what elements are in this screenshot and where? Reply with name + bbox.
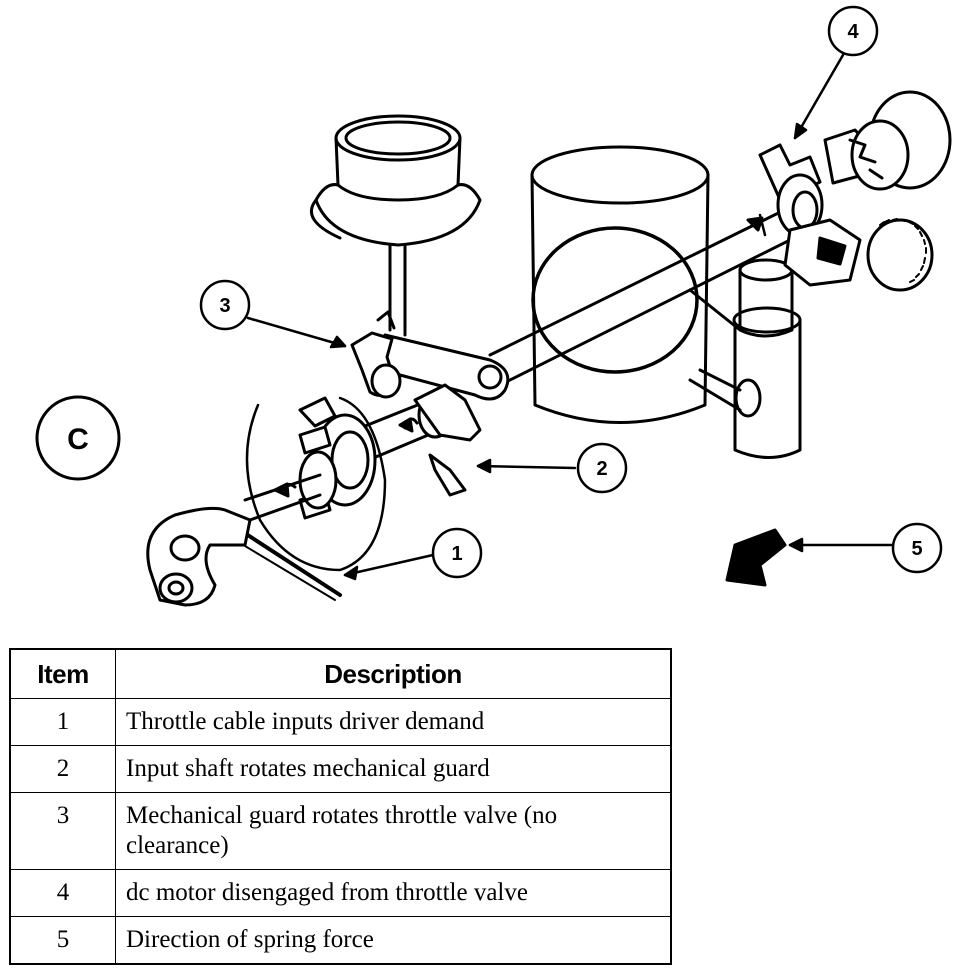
mechanical-guard (350, 310, 402, 399)
dc-motor-gear (758, 90, 952, 292)
row-description: Input shaft rotates mechanical guard (115, 745, 672, 793)
row-item: 5 (9, 916, 116, 965)
callout-circle-1 (431, 527, 483, 579)
row-description: dc motor disengaged from throttle valve (115, 869, 672, 917)
callout-label-5: 5 (911, 538, 922, 560)
throttle-lever-arm (383, 333, 510, 401)
row-description: Mechanical guard rotates throttle valve … (115, 792, 672, 870)
legend-header-row: Item Description (9, 648, 672, 699)
view-label: C (67, 423, 89, 456)
throttle-shaft (488, 193, 822, 387)
row-item: 3 (9, 792, 116, 870)
cable-pulley (245, 396, 387, 572)
cable-bracket (146, 506, 252, 607)
throttle-body-bore (530, 145, 710, 424)
table-row: 3 Mechanical guard rotates throttle valv… (9, 792, 672, 870)
throttle-mechanism-diagram: 1 2 3 4 5 C (35, 5, 952, 607)
row-description: Throttle cable inputs driver demand (115, 698, 672, 746)
callout-circle-5 (891, 522, 943, 574)
callout-label-1: 1 (451, 543, 462, 565)
row-description: Direction of spring force (115, 916, 672, 965)
table-row: 5 Direction of spring force (9, 916, 672, 965)
table-row: 2 Input shaft rotates mechanical guard (9, 745, 672, 793)
view-label-circle (35, 395, 121, 481)
callout-circle-4 (827, 5, 879, 57)
legend-table: Item Description 1 Throttle cable inputs… (9, 648, 672, 965)
table-row: 4 dc motor disengaged from throttle valv… (9, 869, 672, 917)
throttle-cable (234, 473, 342, 601)
callout-label-2: 2 (596, 458, 607, 480)
callout-circle-3 (199, 279, 251, 331)
spring-force-arrow-icon (725, 528, 787, 587)
row-item: 1 (9, 698, 116, 746)
callout-label-3: 3 (219, 295, 230, 317)
callout-circle-2 (576, 442, 628, 494)
header-item: Item (9, 648, 116, 699)
callout-leaders (246, 53, 895, 581)
header-description: Description (115, 648, 672, 699)
table-row: 1 Throttle cable inputs driver demand (9, 698, 672, 746)
row-item: 4 (9, 869, 116, 917)
row-item: 2 (9, 745, 116, 793)
input-shaft (328, 383, 482, 497)
callout-label-4: 4 (847, 21, 859, 43)
accelerator-cup (310, 114, 482, 337)
sensor-housing (688, 258, 802, 459)
